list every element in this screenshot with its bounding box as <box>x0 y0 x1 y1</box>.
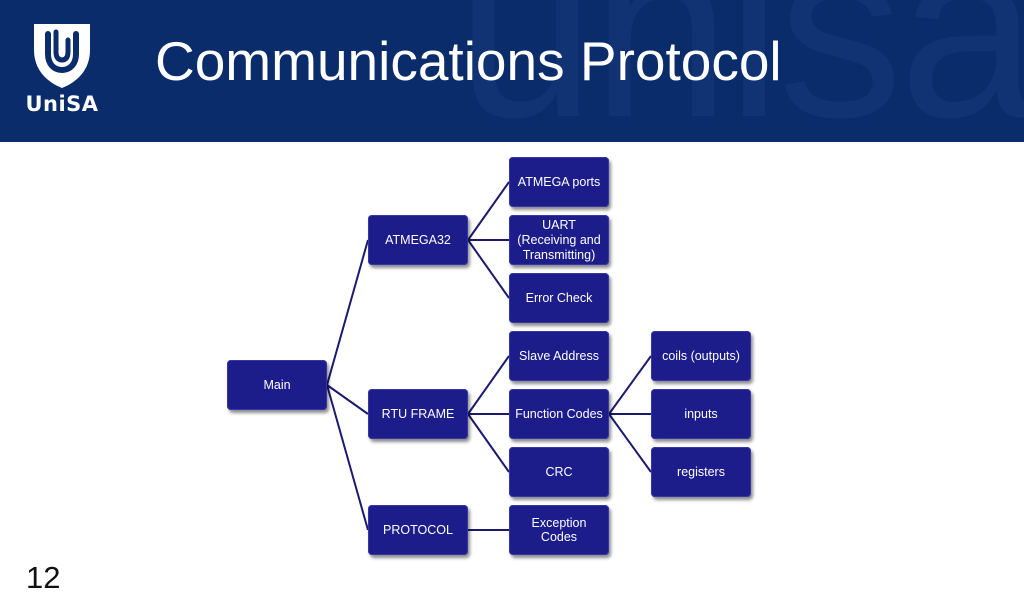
node-uart-title: UART <box>542 217 576 232</box>
node-exception-codes: Exception Codes <box>509 505 609 555</box>
connector-function-registers <box>608 413 652 473</box>
node-rtu-frame-label: RTU FRAME <box>381 406 455 421</box>
node-inputs-label: inputs <box>684 406 718 421</box>
node-crc: CRC <box>509 447 609 497</box>
node-exception-codes-label: Exception Codes <box>531 515 587 544</box>
node-protocol-label: PROTOCOL <box>383 522 453 537</box>
node-function-codes-label: Function Codes <box>515 406 603 421</box>
node-uart-detail: (Receiving and Transmitting) <box>517 233 601 262</box>
node-inputs: inputs <box>651 389 751 439</box>
connector-main-rtu-frame <box>326 384 369 415</box>
node-uart: UART (Receiving and Transmitting) <box>509 215 609 265</box>
connector-rtu-slave-address <box>467 355 510 415</box>
unisa-shield-icon <box>34 24 90 88</box>
node-error-check: Error Check <box>509 273 609 323</box>
connector-main-protocol <box>326 384 369 531</box>
node-protocol: PROTOCOL <box>368 505 468 555</box>
slide-header: unisa UniSA Communications Protocol <box>0 0 1024 142</box>
node-main: Main <box>227 360 327 410</box>
node-coils-outputs-label: coils (outputs) <box>662 348 740 363</box>
node-registers: registers <box>651 447 751 497</box>
logo-text: UniSA <box>25 92 99 116</box>
slide-number: 12 <box>26 560 61 595</box>
connector-rtu-crc <box>467 413 510 473</box>
node-slave-address-label: Slave Address <box>519 348 599 363</box>
node-crc-label: CRC <box>545 464 573 479</box>
node-rtu-frame: RTU FRAME <box>368 389 468 439</box>
connector-atmega32-error-check <box>467 239 510 299</box>
node-registers-label: registers <box>677 464 725 479</box>
node-function-codes: Function Codes <box>509 389 609 439</box>
node-atmega32-label: ATMEGA32 <box>385 232 451 247</box>
node-atmega-ports: ATMEGA ports <box>509 157 609 207</box>
connector-function-coils <box>608 355 652 415</box>
node-slave-address: Slave Address <box>509 331 609 381</box>
node-atmega-ports-label: ATMEGA ports <box>517 174 601 189</box>
unisa-watermark: unisa <box>456 0 1024 142</box>
node-error-check-label: Error Check <box>525 290 593 305</box>
unisa-logo: UniSA <box>22 20 102 120</box>
node-main-label: Main <box>263 377 291 392</box>
connector-main-atmega32 <box>326 239 369 386</box>
node-coils-outputs: coils (outputs) <box>651 331 751 381</box>
slide-title: Communications Protocol <box>155 30 782 92</box>
connector-atmega32-ports <box>467 181 510 241</box>
node-atmega32: ATMEGA32 <box>368 215 468 265</box>
